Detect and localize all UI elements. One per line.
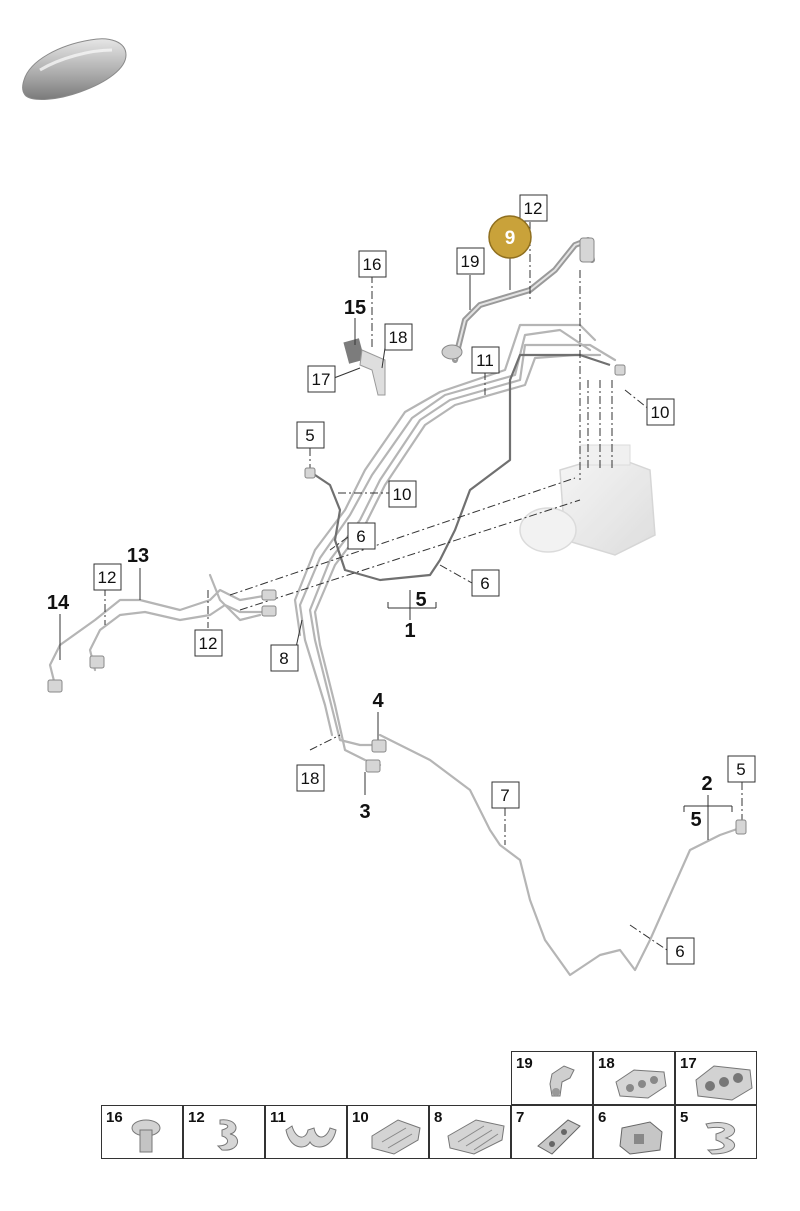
callout-5-left: 5 [296,421,325,449]
legend-cell-6: 6 [593,1105,675,1159]
quad-clip-icon [695,1065,753,1101]
double-clip-icon [285,1125,337,1148]
brake-pipe-dark [314,353,611,582]
legend-cell-16: 16 [101,1105,183,1159]
legend-cell-7: 7 [511,1105,593,1159]
svg-text:7: 7 [500,786,509,805]
svg-text:10: 10 [651,403,670,422]
callout-5-group2: 5 [690,809,701,831]
svg-text:19: 19 [461,252,480,271]
callout-9-highlight: 9 [488,215,532,259]
svg-text:5: 5 [305,426,314,445]
hose-fitting-icon [549,1065,575,1097]
triple-clip-icon [615,1069,667,1099]
legend-number: 16 [106,1109,123,1126]
callout-18-top: 18 [384,323,413,351]
bolt-icon [131,1119,161,1153]
legend-number: 12 [188,1109,205,1126]
legend-cell-12: 12 [183,1105,265,1159]
svg-text:6: 6 [675,942,684,961]
spring-clip-icon [705,1122,736,1155]
legend-number: 5 [680,1109,689,1126]
callout-10-right: 10 [646,398,675,426]
legend-cell-18: 18 [593,1051,675,1105]
svg-text:9: 9 [505,228,516,249]
callout-11: 11 [471,346,500,374]
svg-text:18: 18 [301,769,320,788]
callout-12-lower: 12 [194,629,223,657]
legend-number: 18 [598,1055,615,1072]
callout-18-lower: 18 [296,764,325,792]
legend-number: 11 [270,1109,286,1126]
car-silhouette-icon [22,38,127,100]
callout-5-right-box: 5 [727,755,756,783]
legend-number: 19 [516,1055,533,1072]
callout-15: 15 [344,297,366,319]
brake-pipes [48,323,742,977]
callout-2: 2 [701,773,712,795]
callout-12-left: 12 [93,563,122,591]
svg-text:12: 12 [98,568,117,587]
svg-text:16: 16 [363,255,382,274]
callout-1: 1 [404,620,415,642]
svg-text:8: 8 [279,649,288,668]
svg-text:5: 5 [736,760,745,779]
legend-cell-10: 10 [347,1105,429,1159]
callout-3: 3 [359,801,370,823]
callout-10-mid: 10 [388,480,417,508]
bracket-15 [343,338,386,396]
svg-text:17: 17 [312,370,331,389]
pipe-clip-icon [216,1119,238,1151]
callout-5-group1: 5 [415,589,426,611]
svg-text:6: 6 [356,527,365,546]
abs-unit [519,444,656,556]
callout-14: 14 [47,592,70,614]
triple-pipe-clip-icon [371,1119,421,1155]
fittings [47,237,747,835]
callout-8: 8 [270,644,299,672]
callout-13: 13 [127,545,149,567]
svg-text:12: 12 [524,199,543,218]
callout-19: 19 [456,247,485,275]
legend-cell-11: 11 [265,1105,347,1159]
block-clip-icon [619,1121,663,1155]
legend-number: 17 [680,1055,697,1072]
callout-6-mid: 6 [347,522,376,550]
svg-text:10: 10 [393,485,412,504]
legend-number: 10 [352,1109,369,1126]
callout-12-top: 12 [519,194,548,222]
solid-leaders [59,257,733,840]
svg-text:11: 11 [476,351,494,370]
legend-number: 8 [434,1109,443,1126]
legend-cell-17: 17 [675,1051,757,1105]
legend-number: 6 [598,1109,607,1126]
svg-text:18: 18 [389,328,408,347]
holder-clip-icon [537,1119,581,1155]
callout-4: 4 [372,690,384,712]
svg-text:6: 6 [480,574,489,593]
callout-7: 7 [491,781,520,809]
callout-6-right: 6 [471,569,500,597]
callout-17: 17 [307,365,336,393]
callout-6-bottom: 6 [666,937,695,965]
legend-cell-19: 19 [511,1051,593,1105]
legend-number: 7 [516,1109,525,1126]
legend-cell-8: 8 [429,1105,511,1159]
leader-lines [104,222,743,951]
svg-text:12: 12 [199,634,218,653]
quad-pipe-clip-icon [447,1119,505,1155]
legend-cell-5: 5 [675,1105,757,1159]
callout-16: 16 [358,250,387,278]
